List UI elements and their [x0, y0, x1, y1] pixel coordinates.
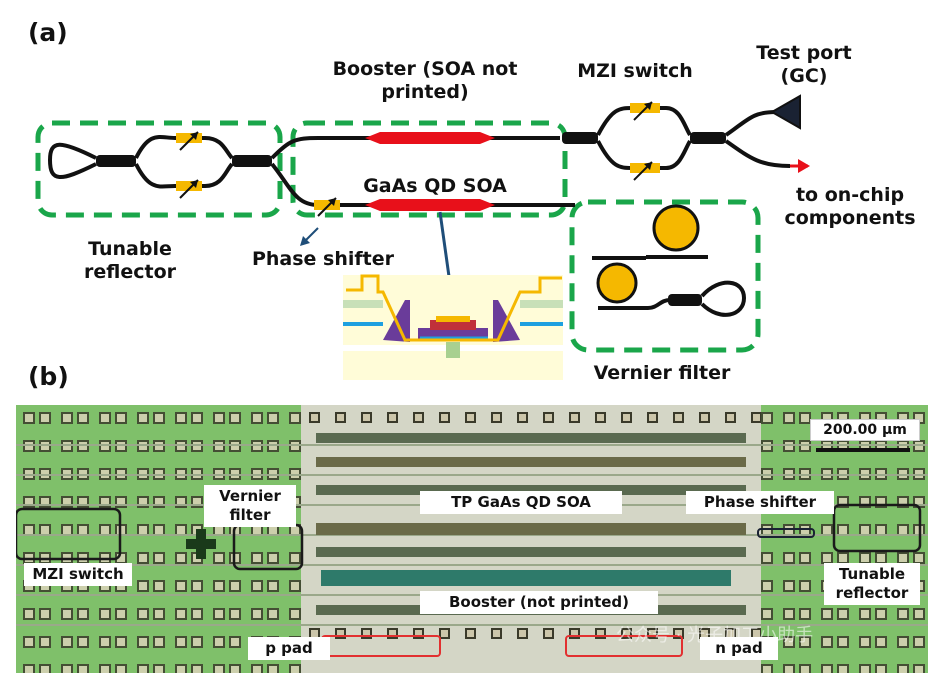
mzi-switch-micro-label: MZI switch: [24, 563, 132, 586]
phase-shifter-micro-label: Phase shifter: [686, 491, 834, 514]
vernier-filter-micro-label: Vernier filter: [204, 485, 296, 527]
tunable-reflector-outline: [832, 503, 922, 553]
phase-shifter-outline: [757, 528, 815, 538]
booster-box: [290, 120, 568, 218]
test-port-label: Test port (GC): [756, 42, 852, 87]
alignment-cross: [186, 529, 216, 559]
panel-a-tag: (a): [28, 18, 68, 47]
booster-label: Booster (SOA not printed): [332, 58, 518, 103]
grating-coupler: [769, 94, 801, 130]
to-onchip-label: to on-chip components: [784, 184, 916, 229]
chip-micrograph-art: [16, 405, 928, 673]
vernier-ring-small: [596, 262, 638, 304]
output-arrow: [798, 159, 810, 173]
vernier-ring-large: [652, 204, 700, 252]
scale-bar-label: 200.00 μm: [810, 419, 920, 441]
n-pad-label: n pad: [700, 637, 778, 660]
mzi-switch-label: MZI switch: [577, 60, 693, 82]
booster-micro-label: Booster (not printed): [420, 591, 658, 614]
n-pad-outline: [565, 635, 683, 657]
panel-b-tag: (b): [28, 362, 69, 391]
vernier-filter-label: Vernier filter: [593, 362, 731, 384]
phase-shifter-label: Phase shifter: [251, 248, 395, 270]
gaas-qd-soa: [365, 199, 495, 211]
vernier-filter-box: [569, 199, 761, 353]
tunable-reflector-micro-label: Tunable reflector: [824, 563, 920, 605]
soa-cross-section: [343, 274, 563, 380]
mzi-switch-outline: [16, 507, 122, 561]
tp-soa-label: TP GaAs QD SOA: [420, 491, 622, 514]
panel-a-schematic: [35, 94, 810, 380]
gaas-soa-label: GaAs QD SOA: [363, 175, 507, 197]
watermark: 公众号 · 光子加工小助手: [616, 625, 814, 646]
p-pad-label: p pad: [248, 637, 330, 660]
chip-micrograph: 200.00 μm Vernier filter TP GaAs QD SOA …: [16, 405, 928, 673]
tunable-reflector-box: [35, 120, 283, 218]
booster-soa: [365, 132, 495, 144]
tunable-reflector-label: Tunable reflector: [84, 238, 176, 283]
